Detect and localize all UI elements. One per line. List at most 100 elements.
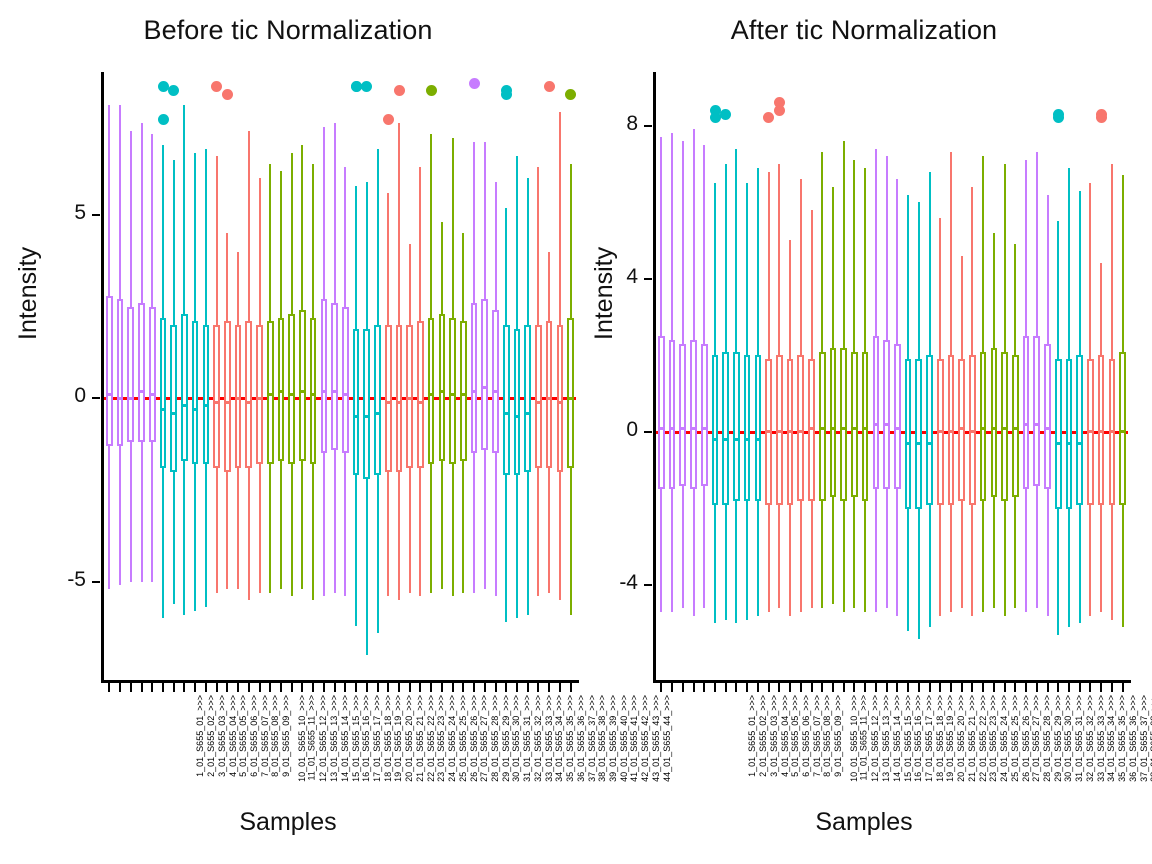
boxplot-iqr-rect: [700, 343, 708, 486]
boxplot-box[interactable]: [395, 72, 403, 677]
boxplot-box[interactable]: [245, 72, 253, 677]
boxplot-box[interactable]: [427, 72, 435, 677]
boxplot-box[interactable]: [818, 72, 826, 677]
boxplot-box[interactable]: [1076, 72, 1084, 677]
boxplot-box[interactable]: [438, 72, 446, 677]
boxplot-box[interactable]: [894, 72, 901, 677]
boxplot-box[interactable]: [138, 72, 145, 677]
boxplot-iqr-rect: [181, 314, 188, 461]
boxplot-box[interactable]: [1033, 72, 1041, 677]
boxplot-box[interactable]: [658, 72, 665, 677]
boxplot-box[interactable]: [668, 72, 676, 677]
boxplot-median-line: [690, 426, 697, 430]
boxplot-box[interactable]: [213, 72, 220, 677]
boxplot-box[interactable]: [202, 72, 210, 677]
boxplot-box[interactable]: [470, 72, 478, 677]
boxplot-box[interactable]: [786, 72, 794, 677]
boxplot-box[interactable]: [266, 72, 274, 677]
boxplot-box[interactable]: [556, 72, 564, 677]
boxplot-box[interactable]: [320, 72, 328, 677]
boxplot-box[interactable]: [969, 72, 976, 677]
x-tick-label: 36_01_S655_36_>>>: [1127, 695, 1138, 782]
boxplot-box[interactable]: [733, 72, 740, 677]
boxplot-median-line: [106, 393, 113, 397]
panel-title-after: After tic Normalization: [730, 15, 998, 45]
boxplot-box[interactable]: [363, 72, 371, 677]
boxplot-box[interactable]: [417, 72, 424, 677]
boxplot-box[interactable]: [1087, 72, 1094, 677]
boxplot-box[interactable]: [352, 72, 360, 677]
boxplot-box[interactable]: [915, 72, 923, 677]
boxplot-box[interactable]: [679, 72, 687, 677]
boxplot-box[interactable]: [545, 72, 553, 677]
boxplot-box[interactable]: [743, 72, 751, 677]
boxplot-box[interactable]: [1022, 72, 1030, 677]
boxplot-box[interactable]: [936, 72, 944, 677]
boxplot-box[interactable]: [492, 72, 499, 677]
boxplot-box[interactable]: [958, 72, 966, 677]
boxplot-box[interactable]: [159, 72, 167, 677]
boxplot-box[interactable]: [722, 72, 730, 677]
x-tick-label: 29_01_S655_29_>>>: [1052, 695, 1063, 782]
boxplot-box[interactable]: [116, 72, 124, 677]
boxplot-box[interactable]: [1012, 72, 1019, 677]
boxplot-box[interactable]: [224, 72, 231, 677]
x-tick-mark: [810, 683, 813, 692]
boxplot-box[interactable]: [690, 72, 697, 677]
boxplot-box[interactable]: [449, 72, 456, 677]
boxplot-box[interactable]: [990, 72, 998, 677]
boxplot-box[interactable]: [829, 72, 837, 677]
boxplot-box[interactable]: [513, 72, 521, 677]
boxplot-box[interactable]: [535, 72, 542, 677]
boxplot-box[interactable]: [106, 72, 113, 677]
boxplot-box[interactable]: [181, 72, 188, 677]
boxplot-box[interactable]: [1044, 72, 1051, 677]
boxplot-median-line: [417, 400, 424, 404]
boxplot-box[interactable]: [127, 72, 135, 677]
boxplot-box[interactable]: [711, 72, 719, 677]
boxplot-box[interactable]: [947, 72, 955, 677]
x-tick-mark: [537, 683, 540, 692]
boxplot-box[interactable]: [926, 72, 933, 677]
boxplot-box[interactable]: [1001, 72, 1008, 677]
boxplot-box[interactable]: [524, 72, 532, 677]
boxplot-box[interactable]: [256, 72, 263, 677]
boxplot-box[interactable]: [1108, 72, 1116, 677]
boxplot-box[interactable]: [148, 72, 156, 677]
boxplot-box[interactable]: [234, 72, 242, 677]
boxplot-box[interactable]: [331, 72, 338, 677]
boxplot-box[interactable]: [754, 72, 762, 677]
boxplot-box[interactable]: [567, 72, 574, 677]
boxplot-box[interactable]: [700, 72, 708, 677]
x-tick-label: 7_01_S655_07_>>>: [259, 695, 270, 777]
boxplot-box[interactable]: [288, 72, 296, 677]
boxplot-box[interactable]: [776, 72, 783, 677]
boxplot-box[interactable]: [374, 72, 381, 677]
boxplot-box[interactable]: [309, 72, 317, 677]
boxplot-box[interactable]: [1119, 72, 1126, 677]
boxplot-box[interactable]: [502, 72, 510, 677]
boxplot-box[interactable]: [384, 72, 392, 677]
boxplot-box[interactable]: [797, 72, 805, 677]
boxplot-box[interactable]: [1054, 72, 1062, 677]
boxplot-box[interactable]: [861, 72, 869, 677]
boxplot-box[interactable]: [808, 72, 815, 677]
boxplot-box[interactable]: [979, 72, 987, 677]
boxplot-box[interactable]: [1065, 72, 1073, 677]
boxplot-box[interactable]: [765, 72, 772, 677]
boxplot-box[interactable]: [481, 72, 489, 677]
boxplot-box[interactable]: [299, 72, 306, 677]
boxplot-box[interactable]: [883, 72, 890, 677]
boxplot-box[interactable]: [170, 72, 178, 677]
boxplot-box[interactable]: [851, 72, 858, 677]
boxplot-box[interactable]: [904, 72, 912, 677]
boxplot-box[interactable]: [460, 72, 467, 677]
boxplot-box[interactable]: [342, 72, 349, 677]
boxplot-box[interactable]: [277, 72, 285, 677]
boxplot-box[interactable]: [191, 72, 199, 677]
boxplot-box[interactable]: [840, 72, 848, 677]
boxplot-outlier-point: [468, 77, 480, 89]
boxplot-box[interactable]: [872, 72, 880, 677]
boxplot-box[interactable]: [1097, 72, 1105, 677]
boxplot-box[interactable]: [406, 72, 414, 677]
